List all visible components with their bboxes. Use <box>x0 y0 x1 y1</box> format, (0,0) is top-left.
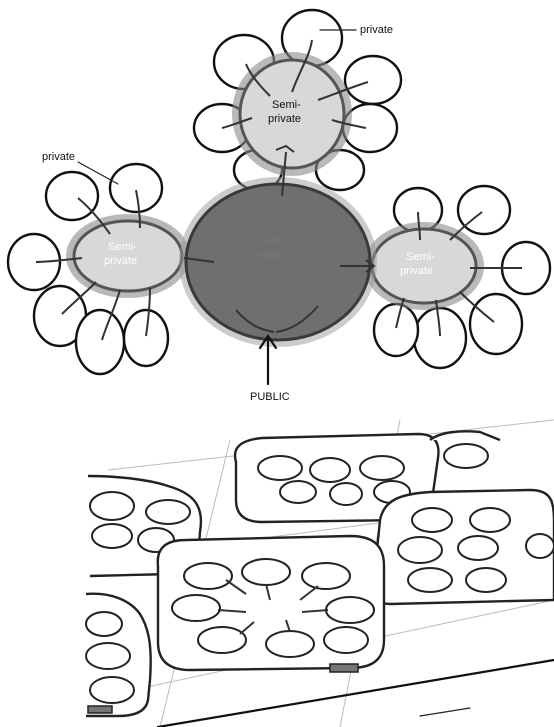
semi-private-right-label-2: private <box>400 265 433 277</box>
dwelling-unit <box>302 563 350 589</box>
private-petal <box>374 304 418 356</box>
entrance-gate <box>88 706 112 713</box>
semi-private-left-label-2: private <box>104 255 137 267</box>
semi-public-label-1: Semi- <box>258 235 287 247</box>
dwelling-unit <box>198 627 246 653</box>
private-petal <box>470 294 522 354</box>
semi-private-left-label-1: Semi- <box>108 241 137 253</box>
dwelling-unit <box>184 563 232 589</box>
private-petal <box>414 308 466 368</box>
dwelling-unit <box>310 458 350 482</box>
semi-public-label-2: public <box>254 249 283 261</box>
dwelling-unit <box>242 559 290 585</box>
dwelling-unit <box>412 508 452 532</box>
dwelling-unit <box>324 627 368 653</box>
private-petal <box>124 310 168 366</box>
semi-private-right-label-1: Semi- <box>406 251 435 263</box>
dwelling-unit <box>92 524 132 548</box>
private-petal <box>110 164 162 212</box>
dwelling-unit <box>444 444 488 468</box>
private-petal <box>76 310 124 374</box>
dwelling-unit <box>90 677 134 703</box>
private-petal <box>458 186 510 234</box>
private-petal <box>46 172 98 220</box>
private-label-left: private <box>42 151 75 163</box>
dwelling-unit <box>470 508 510 532</box>
dwelling-unit <box>146 500 190 524</box>
dwelling-unit <box>86 612 122 636</box>
dwelling-unit <box>398 537 442 563</box>
dwelling-unit <box>326 597 374 623</box>
dwelling-unit <box>258 456 302 480</box>
private-label-top: private <box>360 24 393 36</box>
semi-private-top-label-1: Semi- <box>272 99 301 111</box>
road-marking <box>420 708 470 716</box>
dwelling-unit <box>86 643 130 669</box>
hierarchy-diagram: Semi- private private Semi- private p <box>8 10 550 403</box>
dwelling-unit <box>266 631 314 657</box>
public-label: PUBLIC <box>250 391 290 403</box>
entrance-gate <box>330 664 358 672</box>
dwelling-unit <box>90 492 134 520</box>
dwelling-unit <box>526 534 554 558</box>
semi-private-top-label-2: private <box>268 113 301 125</box>
dwelling-unit <box>330 483 362 505</box>
dwelling-unit <box>466 568 506 592</box>
perspective-sketch <box>86 420 554 727</box>
dwelling-unit <box>360 456 404 480</box>
private-petal <box>345 56 401 104</box>
dwelling-unit <box>280 481 316 503</box>
dwelling-unit <box>408 568 452 592</box>
dwelling-unit <box>172 595 220 621</box>
dwelling-unit <box>458 536 498 560</box>
